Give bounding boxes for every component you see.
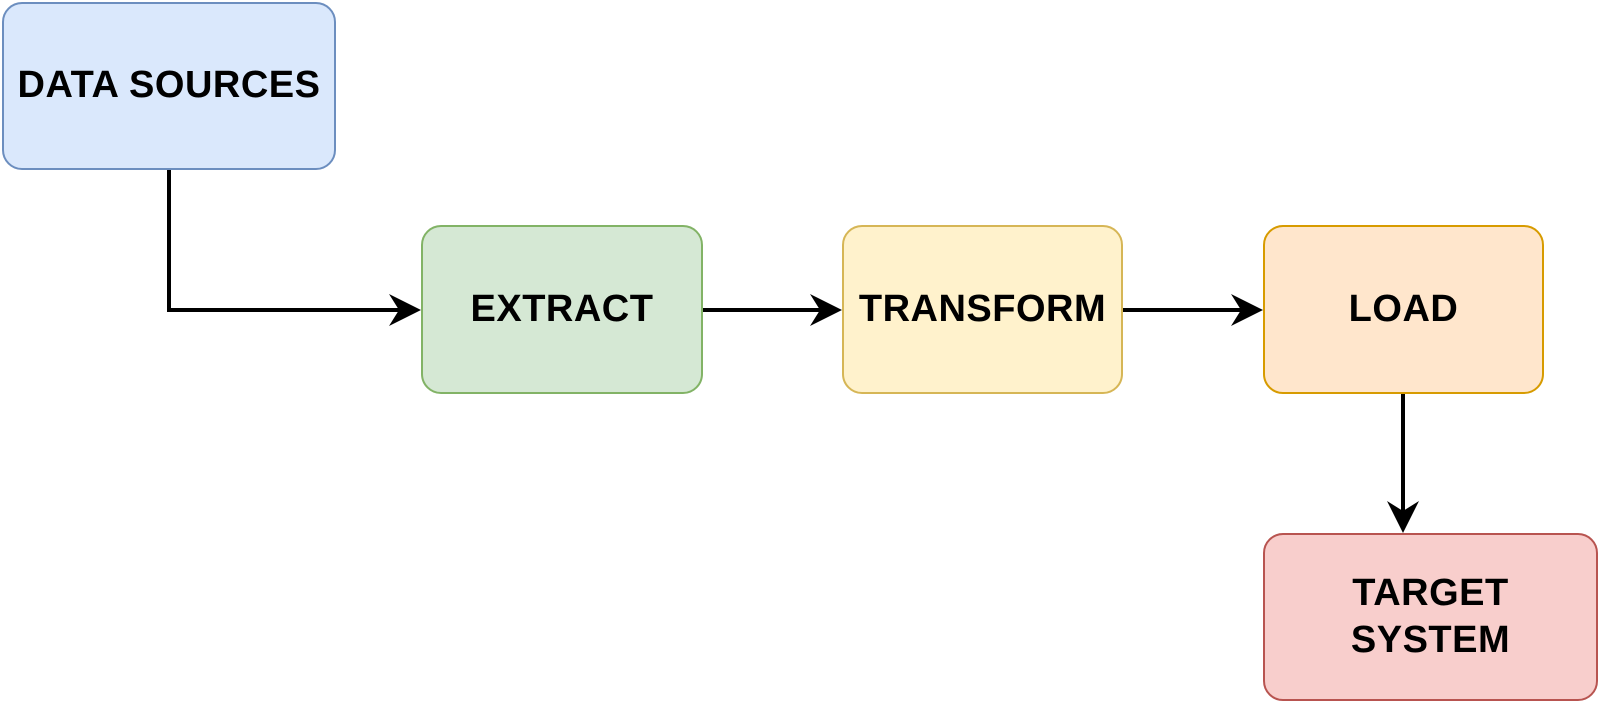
node-extract-label: EXTRACT — [470, 287, 654, 330]
arrowhead-extract — [389, 294, 421, 326]
node-target-system-label: TARGET SYSTEM — [1351, 570, 1510, 665]
node-transform[interactable]: TRANSFORM — [842, 225, 1123, 394]
node-transform-label: TRANSFORM — [858, 287, 1107, 330]
arrowhead-load — [1231, 294, 1263, 326]
node-target-system-label-line1: TARGET — [1352, 571, 1509, 614]
node-load[interactable]: LOAD — [1263, 225, 1544, 394]
node-target-system-label-line2: SYSTEM — [1350, 619, 1511, 661]
arrowhead-target — [1387, 501, 1419, 533]
node-data-sources-label: DATA SOURCES — [17, 64, 321, 107]
arrowhead-transform — [810, 294, 842, 326]
node-target-system[interactable]: TARGET SYSTEM — [1263, 533, 1598, 701]
node-extract[interactable]: EXTRACT — [421, 225, 703, 394]
edge-data-sources-to-extract — [167, 170, 400, 312]
node-load-label: LOAD — [1348, 287, 1459, 330]
node-data-sources[interactable]: DATA SOURCES — [2, 2, 336, 170]
